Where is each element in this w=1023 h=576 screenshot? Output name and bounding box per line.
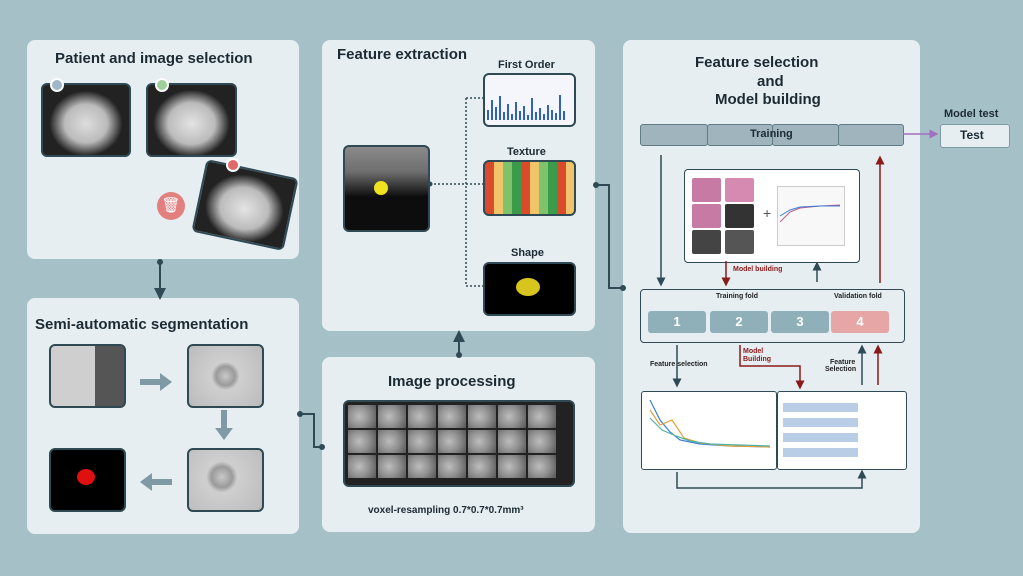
ct-zoom-lesion	[187, 344, 264, 408]
feature-selection-title-1: Feature selection	[695, 54, 819, 71]
ct-slice-tile	[378, 430, 406, 453]
arrow-right-icon	[140, 373, 172, 391]
ct-slice-tile	[348, 405, 376, 428]
feature-selection-title-3: Model building	[715, 91, 821, 108]
ct-slice-tile	[468, 430, 496, 453]
ct-slice-tile	[348, 455, 376, 478]
fold-1: 1	[648, 311, 706, 333]
ct-slice-tile	[528, 430, 556, 453]
shape-label: Shape	[511, 247, 545, 259]
arrow-left-icon	[140, 473, 172, 491]
histology-tile-3	[692, 204, 721, 228]
weight-row-3	[783, 433, 858, 442]
data-split-bar-4	[838, 124, 904, 146]
ct-slice-tile	[438, 430, 466, 453]
histology-tile-2	[725, 178, 754, 202]
fold-3: 3	[771, 311, 829, 333]
plus-icon: +	[763, 205, 772, 221]
model-building-label-1: Model	[743, 348, 764, 355]
image-processing-grid	[343, 400, 575, 487]
ct-slice-tile	[468, 405, 496, 428]
mask-blob	[77, 469, 95, 485]
ct-slice-tile	[498, 455, 526, 478]
first-order-label: First Order	[498, 59, 555, 71]
ct-slice-tile	[348, 430, 376, 453]
model-test-title: Model test	[944, 108, 999, 120]
learning-curve-plot	[777, 186, 845, 246]
ct-slice-tile	[378, 455, 406, 478]
status-dot-blue	[50, 78, 64, 92]
fold-2: 2	[710, 311, 768, 333]
ct-slice-tile	[438, 405, 466, 428]
texture-label: Texture	[507, 146, 546, 158]
ct-multiplanar	[49, 344, 126, 408]
ct-slice-tile	[498, 405, 526, 428]
lesion-yellow	[374, 181, 388, 195]
texture-heatmap	[483, 160, 576, 216]
fold-4: 4	[831, 311, 889, 333]
segmentation-title: Semi-automatic segmentation	[35, 316, 249, 333]
arrow-down-icon	[215, 410, 233, 440]
feature-selection-title-2: and	[757, 73, 784, 90]
image-processing-title: Image processing	[388, 373, 516, 390]
status-dot-red	[226, 158, 240, 172]
model-building-red-label: Model building	[733, 266, 783, 273]
weight-row-1	[783, 403, 858, 412]
ct-lesion-outlined	[187, 448, 264, 512]
trash-icon: 🗑	[157, 192, 185, 220]
model-building-label-2: Building	[743, 356, 771, 363]
ct-slice-tile	[408, 405, 436, 428]
ct-slice-tile	[528, 455, 556, 478]
ct-slice-tile	[408, 430, 436, 453]
weight-row-2	[783, 418, 858, 427]
ct-thumbnail-1	[41, 83, 131, 157]
feature-selection-right-2: Selection	[825, 366, 857, 373]
cross-validation-box	[640, 289, 905, 343]
status-dot-green	[155, 78, 169, 92]
feature-selection-label: Feature selection	[650, 361, 708, 368]
weight-row-4	[783, 448, 858, 457]
ct-slice-tile	[438, 455, 466, 478]
shape-blob	[516, 278, 540, 296]
feature-extraction-title: Feature extraction	[337, 46, 468, 63]
ct-tile-1	[725, 204, 754, 228]
ct-slice-tile	[528, 405, 556, 428]
ct-slice-tile	[498, 430, 526, 453]
ct-thumbnail-2	[146, 83, 237, 157]
test-label: Test	[960, 128, 984, 142]
feature-selection-right-1: Feature	[830, 359, 856, 366]
ct-slice-tile	[408, 455, 436, 478]
training-label: Training	[750, 128, 793, 140]
image-processing-caption: voxel-resampling 0.7*0.7*0.7mm³	[368, 505, 524, 516]
test-box	[940, 124, 1010, 148]
validation-fold-label: Validation fold	[834, 293, 882, 300]
ct-tile-3	[725, 230, 754, 254]
ct-slice-tile	[468, 455, 496, 478]
training-fold-label: Training fold	[716, 293, 758, 300]
patient-selection-title: Patient and image selection	[55, 50, 253, 67]
ct-tile-2	[692, 230, 721, 254]
histology-tile-1	[692, 178, 721, 202]
ct-slice-tile	[378, 405, 406, 428]
